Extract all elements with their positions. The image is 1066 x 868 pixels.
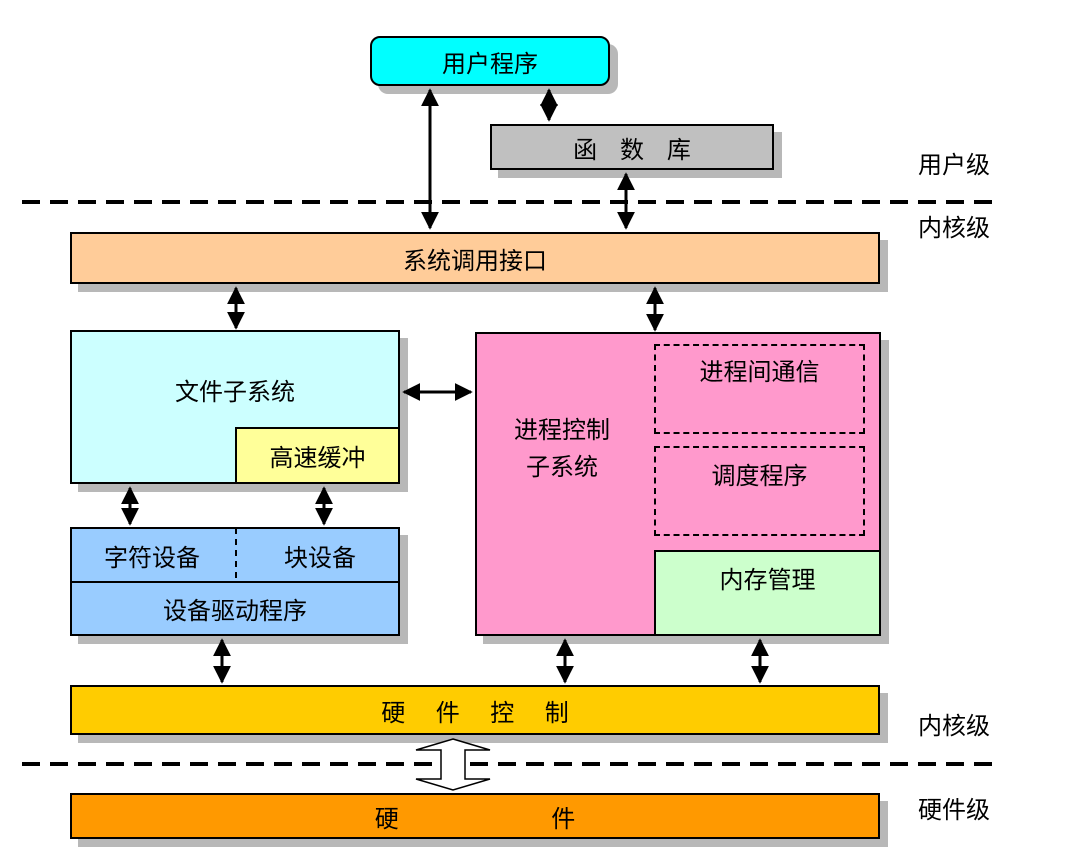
user-program-box: 用户程序 (370, 36, 610, 86)
buffer-cache-box: 高速缓冲 (235, 427, 400, 484)
level-label-kernel-bottom: 内核级 (918, 712, 990, 740)
process-control-label-line2: 子系统 (526, 453, 598, 481)
file-subsystem-label: 文件子系统 (175, 378, 295, 406)
syscall-interface-box: 系统调用接口 (70, 232, 880, 284)
memory-management-box: 内存管理 (654, 550, 881, 636)
scheduler-label: 调度程序 (711, 462, 808, 490)
level-label-user: 用户级 (918, 151, 990, 179)
char-device-label: 字符设备 (104, 543, 200, 572)
ipc-label: 进程间通信 (699, 358, 820, 386)
level-label-kernel-top: 内核级 (918, 214, 990, 242)
device-driver-box: 设备驱动程序 (70, 581, 400, 636)
library-box: 函 数 库 (490, 124, 774, 170)
level-label-hardware: 硬件级 (918, 796, 990, 824)
ipc-box: 进程间通信 (654, 344, 865, 434)
block-device-label: 块设备 (284, 543, 356, 572)
process-control-label-line1: 进程控制 (514, 416, 610, 444)
hardware-control-box: 硬 件 控 制 (70, 685, 880, 735)
scheduler-box: 调度程序 (654, 446, 865, 536)
memory-management-label: 内存管理 (719, 566, 816, 594)
hardware-box: 硬 件 (70, 793, 880, 839)
hollow-double-arrow (415, 738, 491, 791)
